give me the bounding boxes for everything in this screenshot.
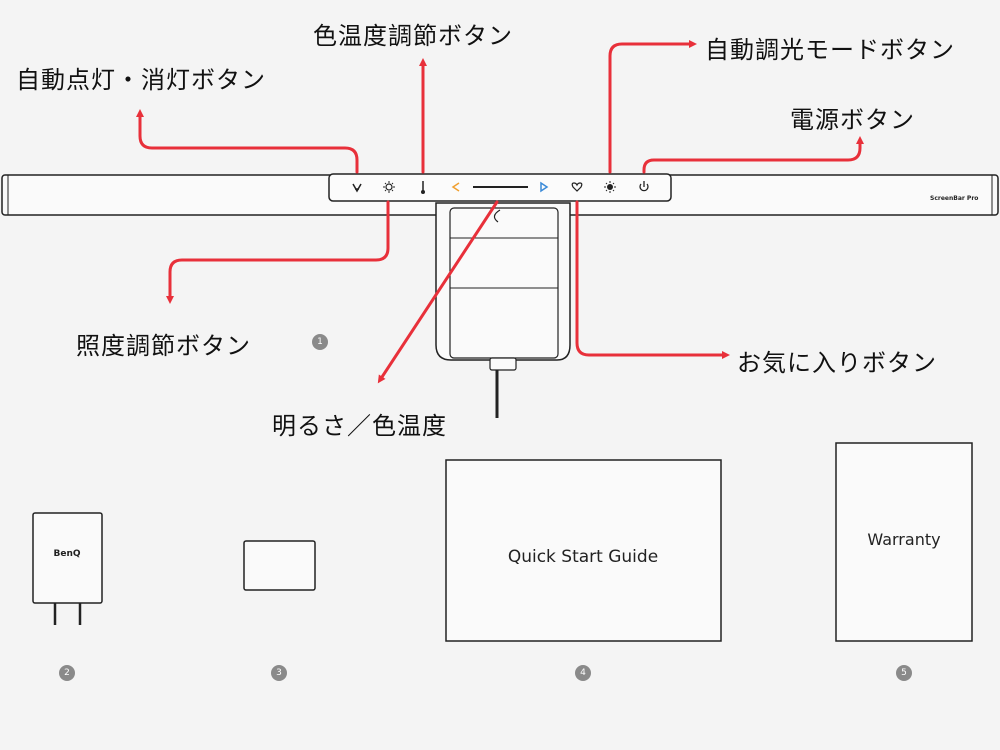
label-illuminance: 照度調節ボタン xyxy=(76,332,251,360)
auto-onoff-icon[interactable] xyxy=(352,183,362,193)
arrow-auto-onoff xyxy=(136,109,359,174)
warranty-card: Warranty xyxy=(835,442,973,642)
arrow-illuminance xyxy=(166,200,390,304)
accessory-pad xyxy=(243,540,316,591)
monitor-clamp xyxy=(435,202,571,418)
bar-brand-text: ScreenBar Pro xyxy=(930,195,978,202)
item-number-badge: 2 xyxy=(59,665,75,681)
quick-start-guide: Quick Start Guide xyxy=(445,459,722,642)
power-icon[interactable] xyxy=(639,181,649,192)
adapter-brand-text: BenQ xyxy=(53,549,80,559)
item-number-badge: 5 xyxy=(896,665,912,681)
power-adapter: BenQ xyxy=(32,512,103,625)
guide-title: Quick Start Guide xyxy=(508,547,658,567)
arrow-auto-dimming xyxy=(608,40,697,174)
heart-icon[interactable] xyxy=(571,182,583,192)
label-auto-dimming: 自動調光モードボタン xyxy=(705,36,955,64)
label-color-temp: 色温度調節ボタン xyxy=(313,22,513,50)
control-panel xyxy=(328,173,672,202)
label-favorite: お気に入りボタン xyxy=(737,349,937,377)
auto-dimming-icon[interactable] xyxy=(604,181,616,193)
warranty-title: Warranty xyxy=(867,530,940,549)
label-power: 電源ボタン xyxy=(790,106,915,134)
arrow-favorite xyxy=(575,200,730,359)
decrease-icon[interactable] xyxy=(451,182,460,192)
arrow-brightness-temp xyxy=(377,200,499,384)
item-number-badge: 4 xyxy=(575,665,591,681)
arrow-power xyxy=(642,136,864,174)
increase-icon[interactable] xyxy=(540,181,549,193)
item-number-badge: 1 xyxy=(312,334,328,350)
label-brightness-temp: 明るさ／色温度 xyxy=(272,412,447,440)
label-auto-onoff: 自動点灯・消灯ボタン xyxy=(16,66,266,94)
item-number-badge: 3 xyxy=(271,665,287,681)
illuminance-icon[interactable] xyxy=(383,181,395,193)
color-temp-icon[interactable] xyxy=(421,181,425,194)
